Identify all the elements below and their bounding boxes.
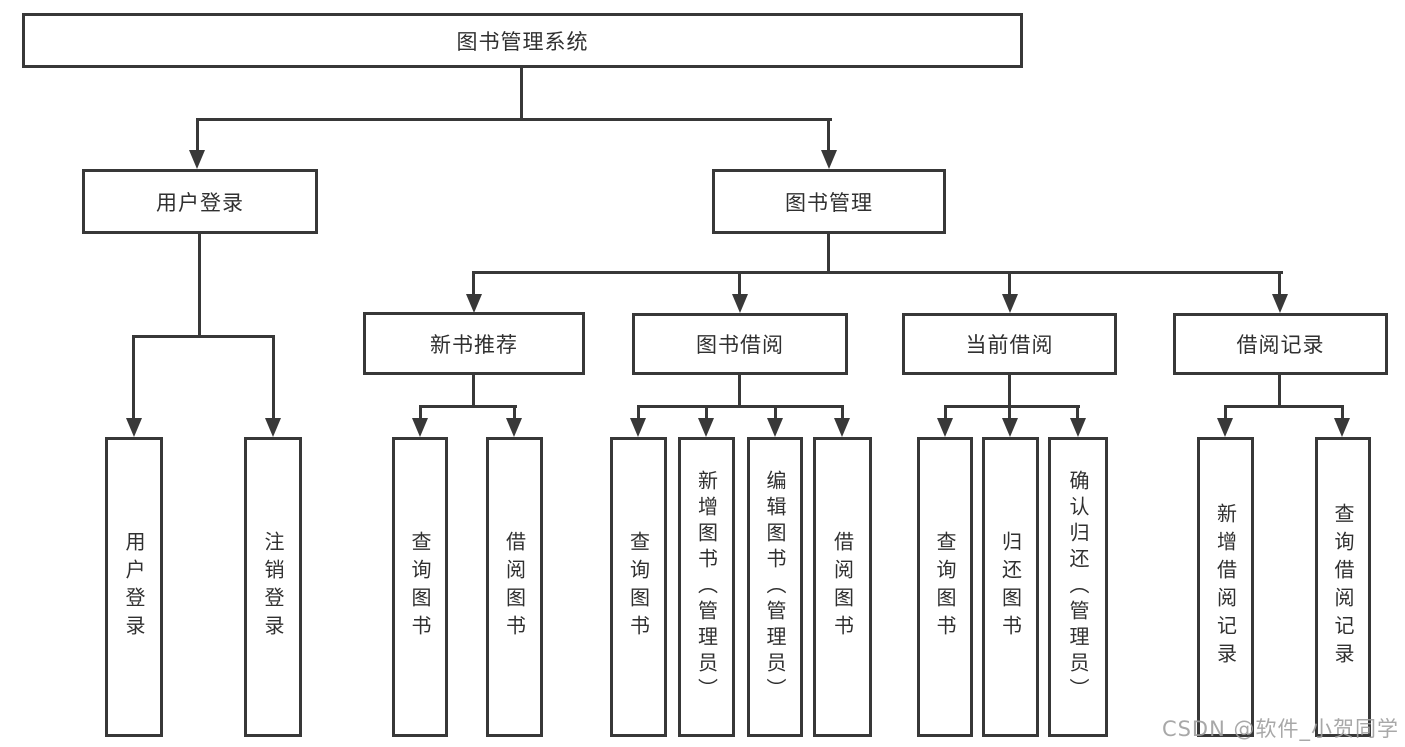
connector-line [827, 118, 830, 154]
connector-line [637, 405, 640, 421]
leaf-current-query: 查询图书 [917, 437, 973, 737]
connector-line [132, 335, 275, 338]
connector-line [1008, 271, 1011, 297]
arrow-down-icon [506, 418, 522, 437]
arrow-down-icon [1272, 294, 1288, 313]
connector-line [513, 405, 516, 421]
leaf-records-add-label: 新增借阅记录 [1213, 503, 1238, 671]
connector-line [1278, 271, 1281, 297]
arrow-down-icon [767, 418, 783, 437]
connector-line [520, 68, 523, 121]
node-user-login-label: 用户登录 [156, 190, 244, 215]
connector-line [472, 375, 475, 408]
leaf-current-confirm-label: 确认归还（管理员） [1066, 470, 1090, 704]
connector-line [419, 405, 422, 421]
connector-line [1224, 405, 1344, 408]
node-user-login: 用户登录 [82, 169, 318, 234]
connector-line [472, 271, 475, 297]
leaf-borrow-edit: 编辑图书（管理员） [747, 437, 803, 737]
arrow-down-icon [189, 150, 205, 169]
node-current-borrow: 当前借阅 [902, 313, 1117, 375]
node-current-borrow-label: 当前借阅 [965, 333, 1054, 357]
connector-line [738, 375, 741, 408]
leaf-logout: 注销登录 [244, 437, 302, 737]
arrow-down-icon [126, 418, 142, 437]
arrow-down-icon [1334, 418, 1350, 437]
leaf-newbook-query: 查询图书 [392, 437, 448, 737]
arrow-down-icon [698, 418, 714, 437]
leaf-newbook-borrow-label: 借阅图书 [502, 531, 527, 643]
arrow-down-icon [732, 294, 748, 313]
arrow-down-icon [1217, 418, 1233, 437]
node-borrow-records: 借阅记录 [1173, 313, 1388, 375]
connector-line [705, 405, 708, 421]
leaf-logout-label: 注销登录 [261, 531, 285, 643]
node-book-borrow: 图书借阅 [632, 313, 848, 375]
node-borrow-records-label: 借阅记录 [1236, 333, 1325, 357]
leaf-records-query-label: 查询借阅记录 [1331, 503, 1355, 671]
leaf-newbook-borrow: 借阅图书 [486, 437, 543, 737]
arrow-down-icon [1070, 418, 1086, 437]
arrow-down-icon [821, 150, 837, 169]
connector-line [1341, 405, 1344, 421]
leaf-records-add: 新增借阅记录 [1197, 437, 1254, 737]
connector-line [841, 405, 844, 421]
connector-line [1076, 405, 1079, 421]
connector-line [944, 405, 1080, 408]
arrow-down-icon [937, 418, 953, 437]
connector-line [1008, 375, 1011, 408]
leaf-borrow-edit-label: 编辑图书（管理员） [763, 470, 787, 704]
connector-line [272, 335, 275, 421]
leaf-current-confirm: 确认归还（管理员） [1048, 437, 1108, 737]
arrow-down-icon [412, 418, 428, 437]
leaf-newbook-query-label: 查询图书 [408, 531, 432, 643]
leaf-borrow-query: 查询图书 [610, 437, 667, 737]
connector-line [198, 234, 201, 338]
leaf-borrow-book-label: 借阅图书 [830, 531, 855, 643]
node-new-book: 新书推荐 [363, 312, 585, 375]
leaf-borrow-add: 新增图书（管理员） [678, 437, 735, 737]
node-root-label: 图书管理系统 [456, 29, 589, 54]
node-book-borrow-label: 图书借阅 [696, 333, 784, 357]
csdn-watermark: CSDN @软件_小贺同学 [1161, 717, 1399, 741]
connector-line [774, 405, 777, 421]
leaf-borrow-add-label: 新增图书（管理员） [694, 470, 719, 704]
connector-line [827, 234, 830, 274]
node-book-management-label: 图书管理 [785, 190, 873, 215]
leaf-borrow-book: 借阅图书 [813, 437, 872, 737]
leaf-borrow-query-label: 查询图书 [626, 531, 651, 643]
leaf-user-login: 用户登录 [105, 437, 163, 737]
connector-line [419, 405, 517, 408]
connector-line [738, 271, 741, 297]
arrow-down-icon [834, 418, 850, 437]
leaf-records-query: 查询借阅记录 [1315, 437, 1371, 737]
connector-line [944, 405, 947, 421]
connector-line [132, 335, 135, 421]
connector-line [1224, 405, 1227, 421]
leaf-current-return-label: 归还图书 [998, 531, 1023, 643]
connector-line [1278, 375, 1281, 408]
connector-line [1008, 405, 1011, 421]
connector-line [196, 118, 199, 154]
connector-line [473, 271, 1283, 274]
leaf-current-query-label: 查询图书 [933, 531, 957, 643]
arrow-down-icon [1002, 294, 1018, 313]
node-book-management: 图书管理 [712, 169, 946, 234]
connector-line [196, 118, 832, 121]
leaf-user-login-label: 用户登录 [122, 531, 146, 643]
arrow-down-icon [265, 418, 281, 437]
arrow-down-icon [630, 418, 646, 437]
connector-line [637, 405, 844, 408]
arrow-down-icon [1002, 418, 1018, 437]
leaf-current-return: 归还图书 [982, 437, 1039, 737]
node-new-book-label: 新书推荐 [430, 332, 518, 357]
node-root: 图书管理系统 [22, 13, 1023, 68]
arrow-down-icon [466, 294, 482, 313]
